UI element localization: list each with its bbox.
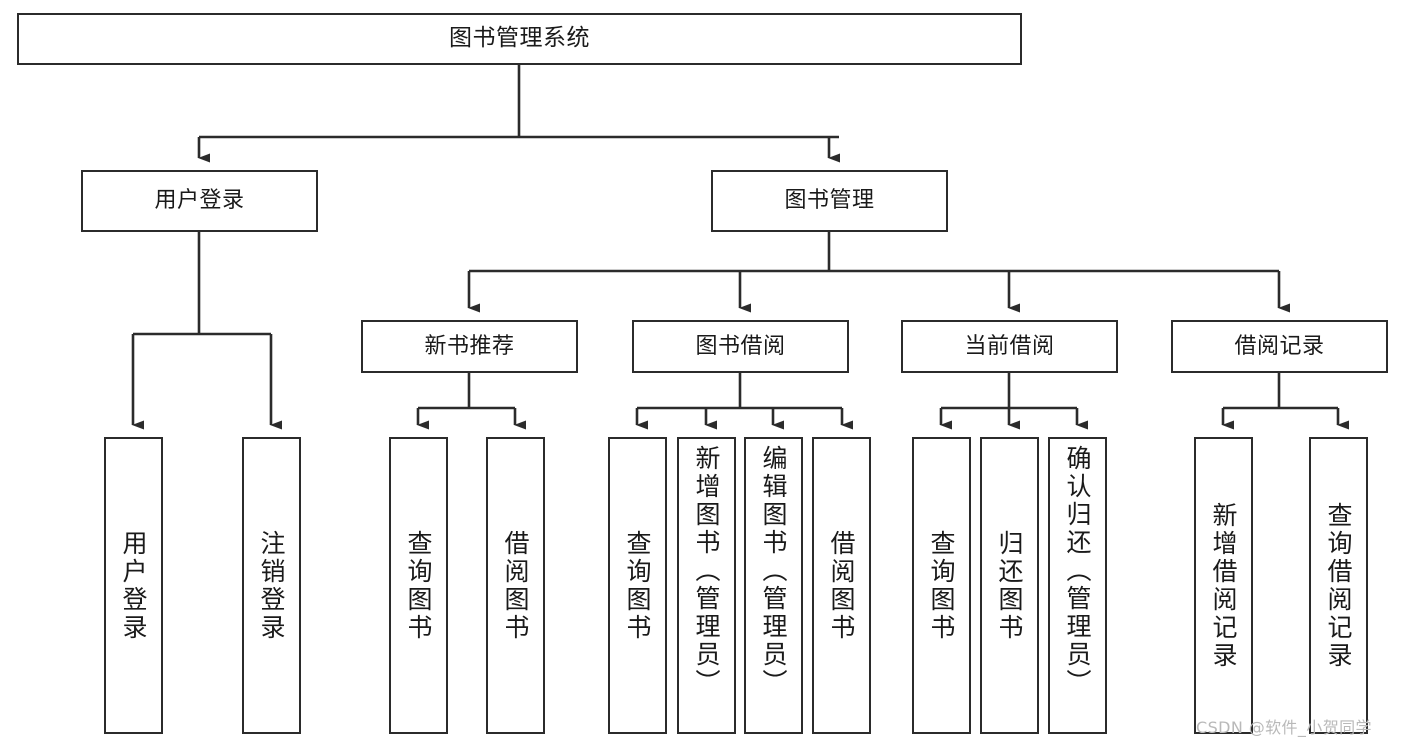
node-borrow-record[interactable]: 借阅记录 [1171,320,1388,373]
leaf-add-borrow-record[interactable]: 新增借阅记录 [1194,437,1253,734]
node-label: 新增图书（管理员） [692,445,721,697]
node-label: 图书管理 [784,188,875,214]
node-user-login[interactable]: 用户登录 [81,170,318,232]
leaf-query-book-current[interactable]: 查询图书 [912,437,971,734]
node-label: 当前借阅 [964,333,1055,359]
node-label: 查询图书 [623,529,652,642]
node-label: 新书推荐 [424,333,515,359]
node-book-management[interactable]: 图书管理 [711,170,948,232]
node-label: 用户登录 [154,188,245,214]
node-book-borrow[interactable]: 图书借阅 [632,320,849,373]
node-label: 用户登录 [119,529,148,642]
leaf-borrow-book[interactable]: 借阅图书 [812,437,871,734]
node-label: 图书管理系统 [449,25,590,52]
node-label: 注销登录 [257,529,286,642]
node-label: 新增借阅记录 [1209,501,1238,670]
leaf-confirm-return[interactable]: 确认归还（管理员） [1048,437,1107,734]
node-label: 查询图书 [927,529,956,642]
node-label: 确认归还（管理员） [1063,445,1092,697]
leaf-return-book[interactable]: 归还图书 [980,437,1039,734]
node-label: 编辑图书（管理员） [759,445,788,697]
leaf-add-book[interactable]: 新增图书（管理员） [677,437,736,734]
leaf-logout-login[interactable]: 注销登录 [242,437,301,734]
leaf-edit-book[interactable]: 编辑图书（管理员） [744,437,803,734]
leaf-query-borrow-record[interactable]: 查询借阅记录 [1309,437,1368,734]
node-label: 图书借阅 [695,333,786,359]
node-label: 归还图书 [995,529,1024,642]
node-root-book-management-system[interactable]: 图书管理系统 [17,13,1022,65]
leaf-borrow-book-recommend[interactable]: 借阅图书 [486,437,545,734]
node-new-book-recommend[interactable]: 新书推荐 [361,320,578,373]
leaf-user-login[interactable]: 用户登录 [104,437,163,734]
leaf-query-book-borrow[interactable]: 查询图书 [608,437,667,734]
leaf-query-book-recommend[interactable]: 查询图书 [389,437,448,734]
node-label: 借阅记录 [1234,333,1325,359]
node-label: 查询借阅记录 [1324,501,1353,670]
node-label: 借阅图书 [827,529,856,642]
node-label: 查询图书 [404,529,433,642]
node-current-borrow[interactable]: 当前借阅 [901,320,1118,373]
node-label: 借阅图书 [501,529,530,642]
